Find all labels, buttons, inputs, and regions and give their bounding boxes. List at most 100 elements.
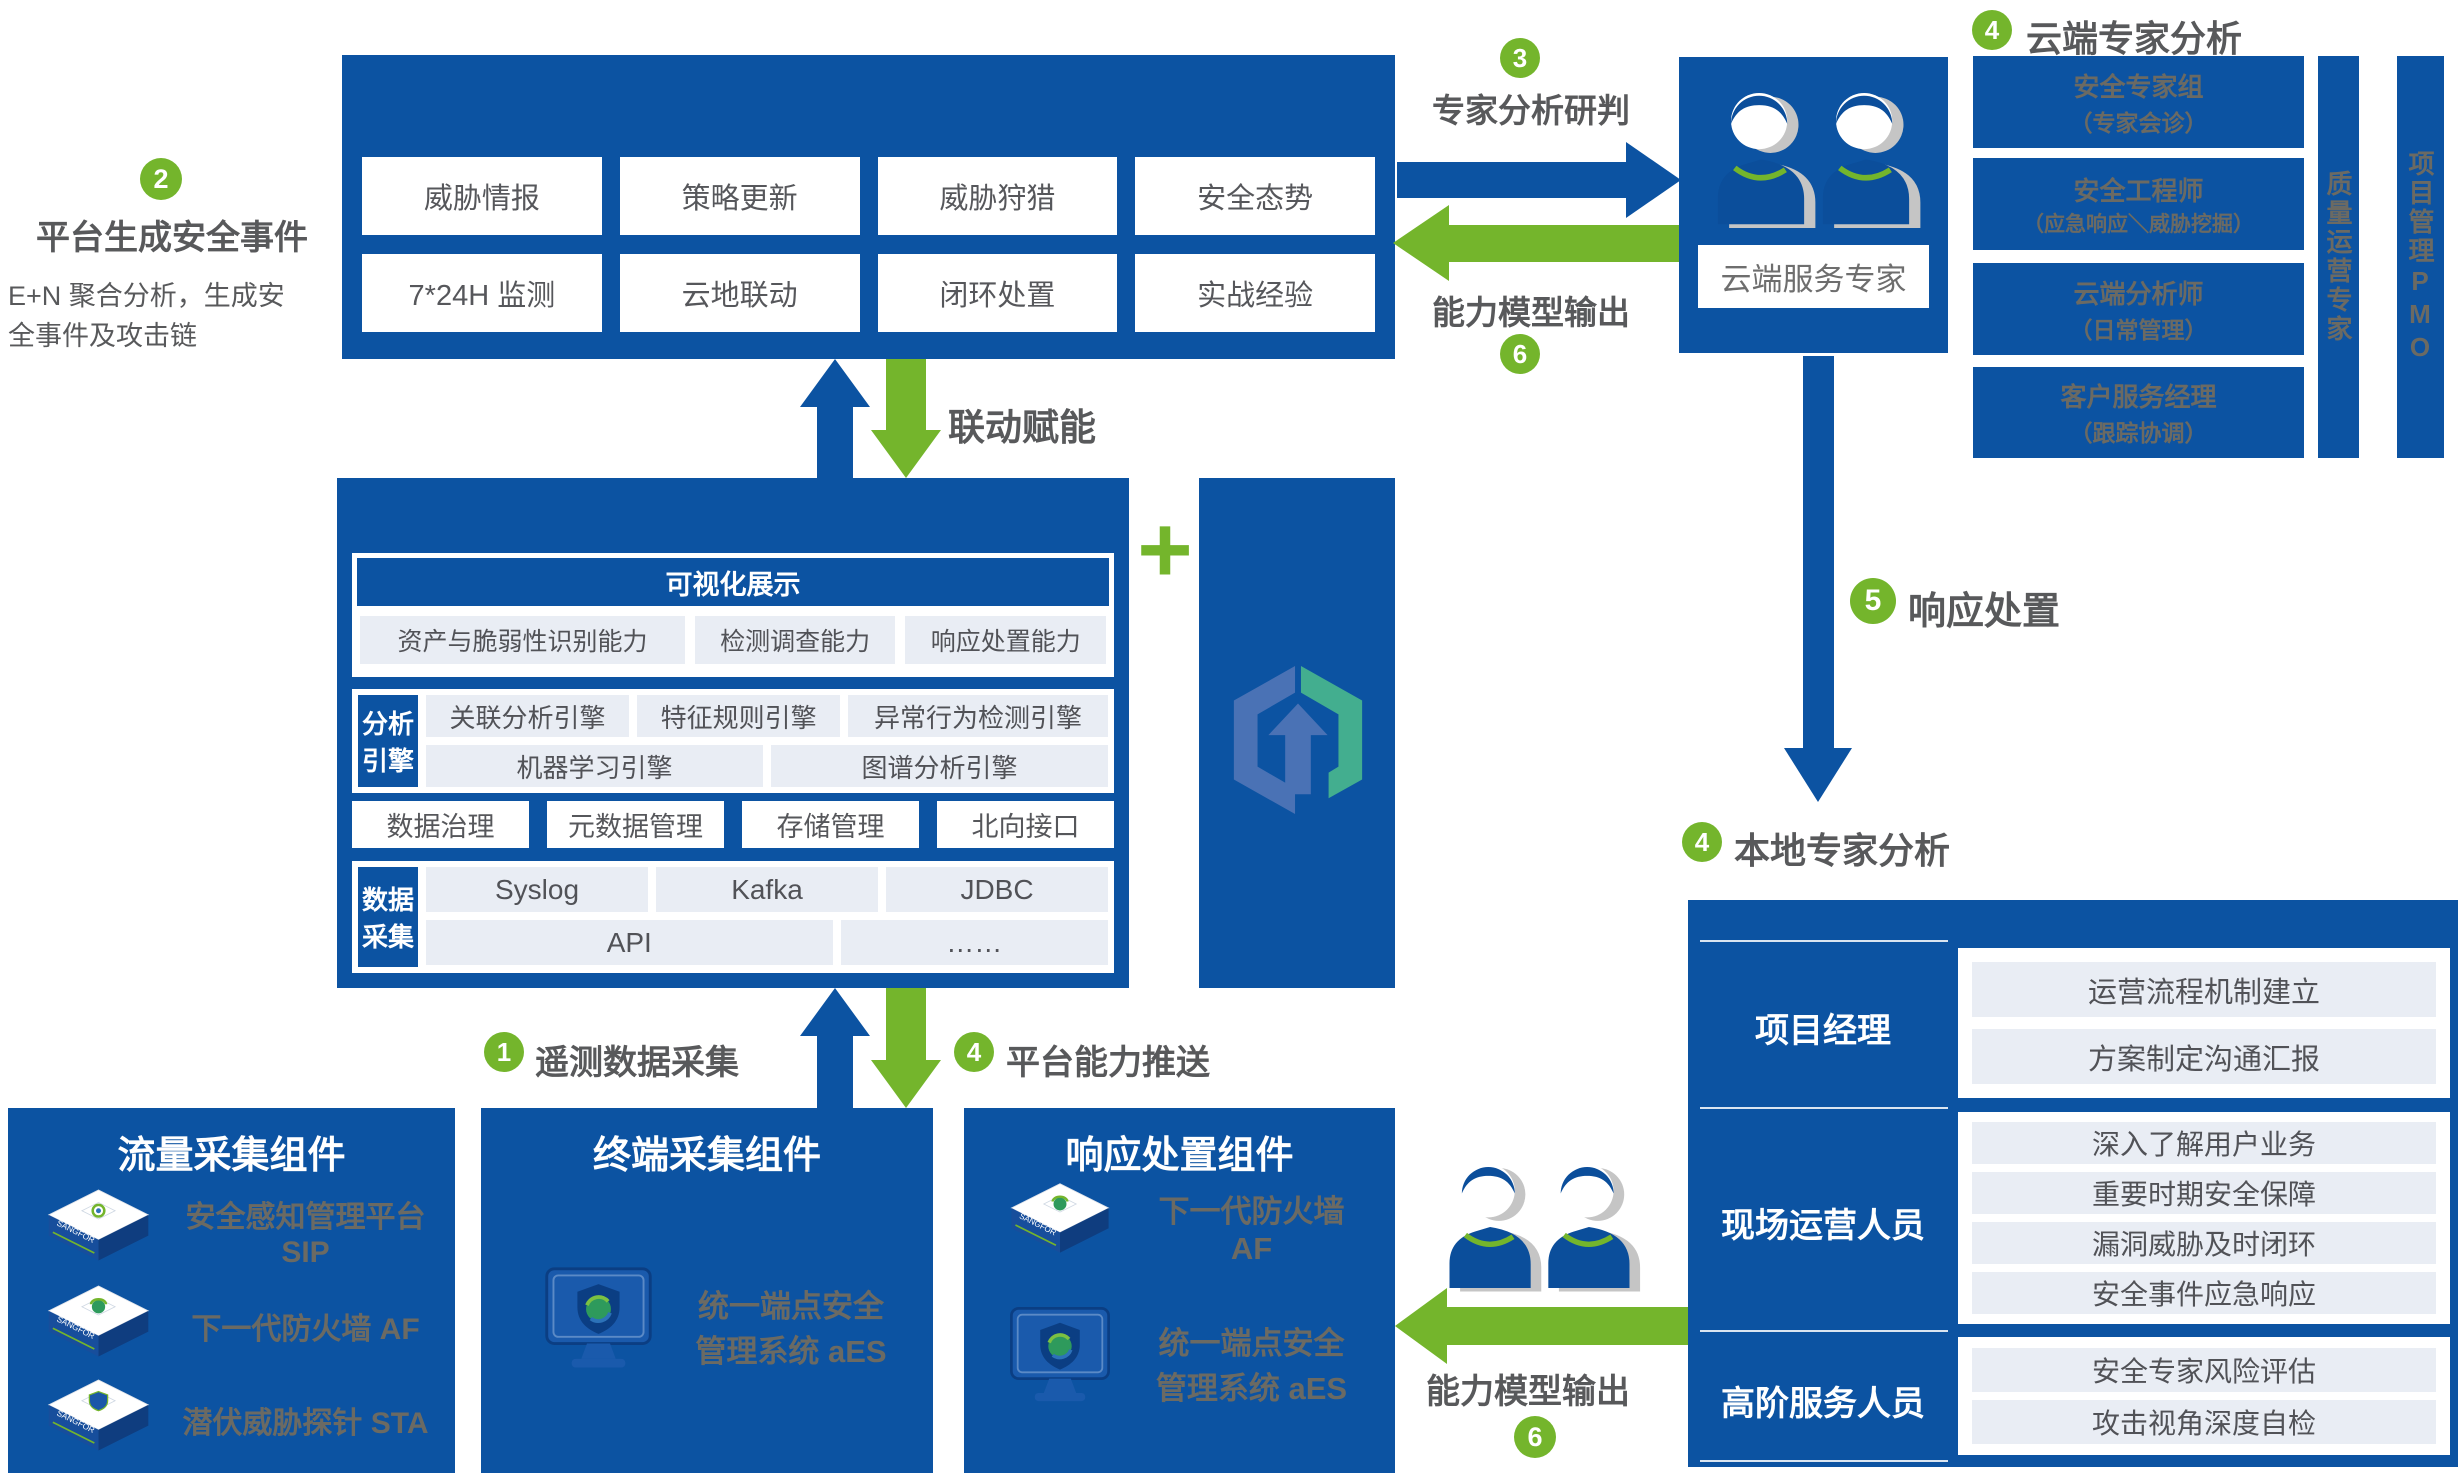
data-collect-section: 数据 采集 Syslog Kafka JDBC API …… (352, 861, 1114, 973)
collect-row-2: API …… (426, 920, 1108, 965)
local-item: 重要时期安全保障 (1972, 1172, 2436, 1214)
capability-chip: 云地联动 (619, 254, 860, 332)
top-left-title: 平台生成安全事件 (36, 219, 308, 257)
engine-item: 关联分析引擎 (426, 695, 630, 737)
data-collect-label-line: 采集 (361, 922, 414, 952)
arrow-left-head-icon (1393, 205, 1449, 281)
data-collect-label-line: 数据 (361, 885, 414, 915)
collect-row-1: Syslog Kafka JDBC (426, 867, 1108, 912)
endpoint-component-box: 终端采集组件 统一端点安全 管理系统 aES (481, 1108, 933, 1473)
label-line: 统一端点安全 (1158, 1326, 1345, 1361)
vertical-bar-label: 质量运营专家 (2323, 170, 2353, 344)
step-badge-4-push: 4 (954, 1032, 994, 1072)
appliance-af-icon: SANGFOR (47, 1285, 150, 1357)
link-enable-label: 联动赋能 (948, 407, 1096, 448)
local-item: 方案制定沟通汇报 (1972, 1029, 2436, 1084)
appliance-sip-icon: SANGFOR (47, 1189, 150, 1261)
visualization-section: 可视化展示 资产与脆弱性识别能力 检测调查能力 响应处置能力 (352, 553, 1114, 677)
engine-item: 图谱分析引擎 (771, 745, 1108, 787)
capability-chip: 闭环处置 (877, 254, 1118, 332)
response-component-title: 响应处置组件 (1065, 1135, 1294, 1177)
label-line: 管理系统 aES (1155, 1371, 1348, 1406)
local-item: 深入了解用户业务 (1972, 1122, 2436, 1164)
response-item-label: 下一代防火墙 AF (1134, 1186, 1369, 1267)
role-line: （跟踪协调） (2069, 420, 2208, 446)
arrow-down-head-icon (871, 430, 941, 478)
role-box-expert-group: 安全专家组 （专家会诊） (1973, 56, 2304, 148)
cloud-expert-analysis-title: 云端专家分析 (2026, 18, 2243, 59)
collect-item: Kafka (656, 867, 878, 912)
role-line: 客户服务经理 (2060, 382, 2217, 412)
capability-output-label-top: 能力模型输出 (1432, 294, 1630, 331)
role-line: 安全工程师 (2073, 175, 2204, 206)
capability-chip: 策略更新 (619, 157, 860, 235)
local-expert-title: 本地专家分析 (1734, 830, 1951, 871)
appliance-af-icon: SANGFOR (1010, 1183, 1110, 1253)
traffic-component-title: 流量采集组件 (117, 1135, 346, 1177)
viz-item: 响应处置能力 (905, 616, 1106, 664)
capability-push-label: 平台能力推送 (1006, 1044, 1210, 1082)
step-badge-3: 3 (1500, 38, 1540, 78)
capability-chip: 安全态势 (1135, 157, 1375, 235)
arrow-down-bar (886, 359, 926, 431)
bottom-arrow-down-head-icon (871, 1060, 941, 1108)
step-badge-6-top: 6 (1500, 334, 1540, 374)
arrow-right-bar (1397, 162, 1626, 198)
cloud-expert-label: 云端服务专家 (1698, 245, 1929, 308)
top-left-subtitle-line2: 全事件及攻击链 (8, 321, 197, 351)
traffic-item-label: 下一代防火墙 AF (191, 1313, 420, 1346)
endpoint-component-title: 终端采集组件 (592, 1135, 821, 1177)
capability-chip: 7*24H 监测 (362, 254, 602, 332)
traffic-item-label: 安全感知管理平台 SIP (168, 1192, 443, 1270)
analysis-engine-label-line: 引擎 (361, 746, 414, 776)
analysis-engine-section: 分析 引擎 关联分析引擎 特征规则引擎 异常行为检测引擎 机器学习引擎 图谱分析… (352, 689, 1114, 793)
capability-output-label-bottom: 能力模型输出 (1426, 1373, 1630, 1411)
engine-item: 特征规则引擎 (637, 695, 841, 737)
role-line: 安全专家组 (2073, 71, 2204, 102)
local-expert-panel: 项目经理 运营流程机制建立 方案制定沟通汇报 现场运营人员 深入了解用户业务 重… (1688, 900, 2458, 1467)
role-line: （专家会诊） (2069, 109, 2208, 136)
analysis-engine-label: 分析 引擎 (358, 695, 418, 787)
response-label: 响应处置 (1908, 591, 2061, 633)
arrow-up-bar (817, 405, 853, 478)
engine-item: 异常行为检测引擎 (848, 695, 1108, 737)
response-arrow-bar (1803, 356, 1834, 748)
label-line: 下一代防火墙 (1158, 1194, 1345, 1229)
role-box-cloud-analyst: 云端分析师 （日常管理） (1973, 263, 2304, 355)
local-item: 安全事件应急响应 (1972, 1272, 2436, 1314)
bottom-arrow-down-bar (886, 988, 926, 1062)
collect-item: …… (840, 920, 1108, 965)
engine-item: 机器学习引擎 (426, 745, 763, 787)
role-box-customer-service: 客户服务经理 （跟踪协调） (1973, 367, 2304, 458)
collect-item: API (426, 920, 833, 965)
engine-row-2: 机器学习引擎 图谱分析引擎 (426, 745, 1108, 787)
expert-analysis-label: 专家分析研判 (1432, 92, 1630, 129)
divider (1700, 940, 1948, 942)
capability-chip: 实战经验 (1135, 254, 1375, 332)
divider (1700, 1107, 1948, 1109)
platform-capabilities-grid: 威胁情报 策略更新 威胁狩猎 安全态势 7*24H 监测 云地联动 闭环处置 实… (362, 157, 1375, 332)
step-badge-4-cloud: 4 (1972, 10, 2012, 50)
step-badge-6-bottom: 6 (1514, 1416, 1556, 1458)
experts-people-icon (1717, 92, 1921, 228)
response-item-label: 统一端点安全 管理系统 aES (1134, 1318, 1369, 1408)
role-line: （日常管理） (2069, 316, 2208, 343)
divider (1700, 1460, 1948, 1462)
bottom-arrow-up-bar (817, 1034, 853, 1108)
visualization-title: 可视化展示 (357, 558, 1109, 606)
bottom-arrow-up-head-icon (800, 988, 870, 1036)
data-mgmt-item: 数据治理 (352, 801, 529, 848)
arrow-up-head-icon (800, 359, 870, 407)
label-line: SIP (281, 1236, 330, 1269)
group-items-onsite-ops: 深入了解用户业务 重要时期安全保障 漏洞威胁及时闭环 安全事件应急响应 (1958, 1112, 2450, 1324)
role-label-project-manager: 项目经理 (1755, 1012, 1891, 1050)
traffic-item-label: 潜伏威胁探针 STA (182, 1407, 429, 1440)
data-mgmt-item: 存储管理 (742, 801, 919, 848)
plus-icon: + (1137, 496, 1193, 603)
output-arrow-left-bar (1447, 1307, 1688, 1345)
viz-item: 资产与脆弱性识别能力 (360, 616, 685, 664)
experts-people-icon (1449, 1164, 1641, 1292)
data-mgmt-row: 数据治理 元数据管理 存储管理 北向接口 (352, 801, 1114, 848)
analysis-engine-label-line: 分析 (361, 709, 414, 739)
